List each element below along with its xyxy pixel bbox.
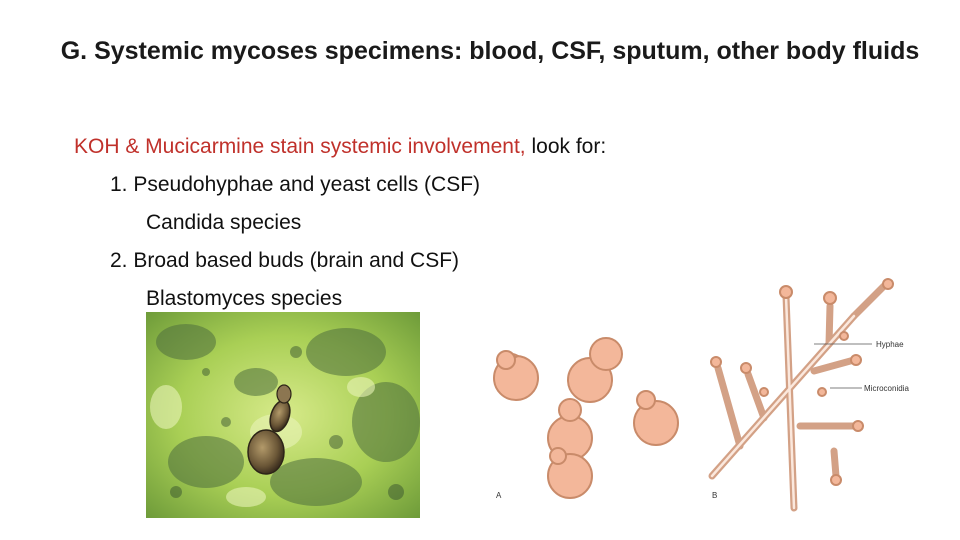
list-item-1-subtext: Candida species bbox=[146, 211, 302, 234]
hyphae-diagram-b: Hyphae Microconidia B bbox=[704, 276, 954, 512]
microconidia-label: Microconidia bbox=[864, 384, 909, 393]
slide-body: KOH & Mucicarmine stain systemic involve… bbox=[74, 128, 894, 318]
intro-red-text: KOH & Mucicarmine stain systemic involve… bbox=[74, 135, 526, 158]
slide-title: G. Systemic mycoses specimens: blood, CS… bbox=[60, 37, 920, 65]
intro-line: KOH & Mucicarmine stain systemic involve… bbox=[74, 128, 894, 166]
yeast-diagram-a: A bbox=[478, 328, 708, 508]
figure-label-b: B bbox=[712, 491, 717, 500]
micrograph-image bbox=[146, 312, 420, 518]
list-item-2-subtext: Blastomyces species bbox=[146, 287, 343, 310]
budding-yeast-cell bbox=[247, 384, 292, 475]
figure-label-a: A bbox=[496, 491, 502, 500]
intro-rest-text: look for: bbox=[525, 135, 607, 158]
list-item-2: 2. Broad based buds (brain and CSF) bbox=[110, 249, 460, 272]
hyphae-label: Hyphae bbox=[876, 340, 904, 349]
list-item-1: 1. Pseudohyphae and yeast cells (CSF) bbox=[110, 173, 481, 196]
